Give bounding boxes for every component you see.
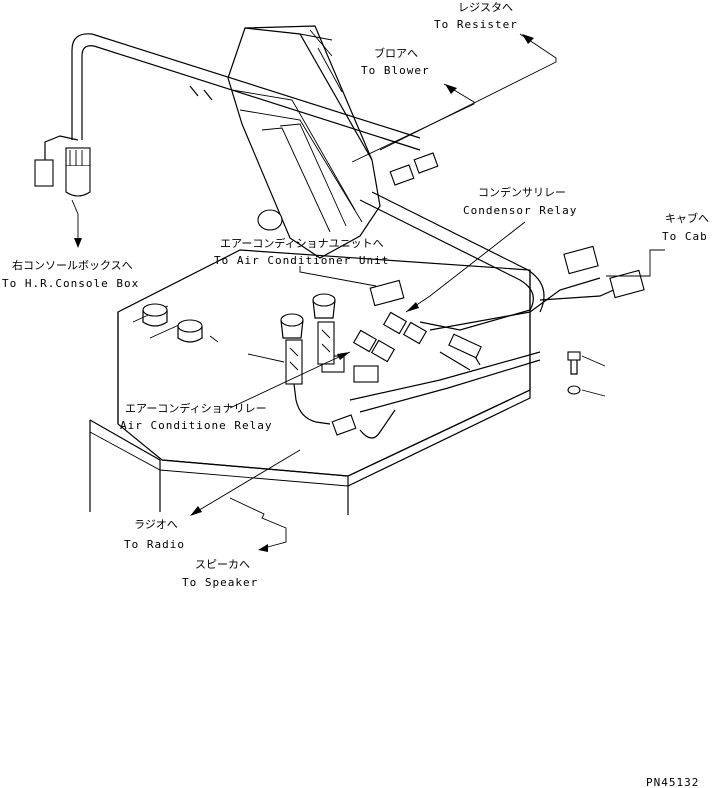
connectors	[321, 152, 645, 436]
part-number: PN45132	[646, 776, 699, 788]
label-cab-en: To Cab	[662, 230, 708, 243]
leader-lines	[71, 33, 665, 552]
label-ac-unit-jp: エアーコンディショナユニットへ	[220, 236, 384, 250]
bolt-and-washer	[567, 351, 606, 397]
label-resister-jp: レジスタへ	[458, 1, 513, 14]
label-console-jp: 右コンソールボックスへ	[12, 258, 133, 272]
label-blower-en: To Blower	[361, 64, 430, 77]
label-resister-en: To Resister	[434, 18, 518, 31]
label-cab-jp: キャブへ	[665, 211, 709, 225]
label-speaker-jp: スピーカへ	[195, 558, 250, 571]
label-ac-relay-jp: エアーコンディショナリレー	[125, 401, 267, 415]
label-console-en: To H.R.Console Box	[2, 277, 139, 290]
label-radio-en: To Radio	[124, 538, 185, 551]
label-blower-jp: ブロアへ	[374, 46, 418, 60]
air-conditioner-relays	[280, 293, 336, 425]
label-speaker-en: To Speaker	[182, 576, 258, 589]
label-ac-unit-en: To Air Conditioner Unit	[214, 254, 389, 267]
label-radio-jp: ラジオへ	[134, 518, 178, 531]
console-box	[89, 249, 531, 515]
label-condensor-en: Condensor Relay	[463, 204, 577, 217]
harness-console	[34, 33, 421, 197]
label-ac-relay-en: Air Conditione Relay	[120, 419, 272, 432]
seat-back	[227, 25, 381, 259]
label-condensor-jp: コンデンサリレー	[478, 185, 566, 199]
